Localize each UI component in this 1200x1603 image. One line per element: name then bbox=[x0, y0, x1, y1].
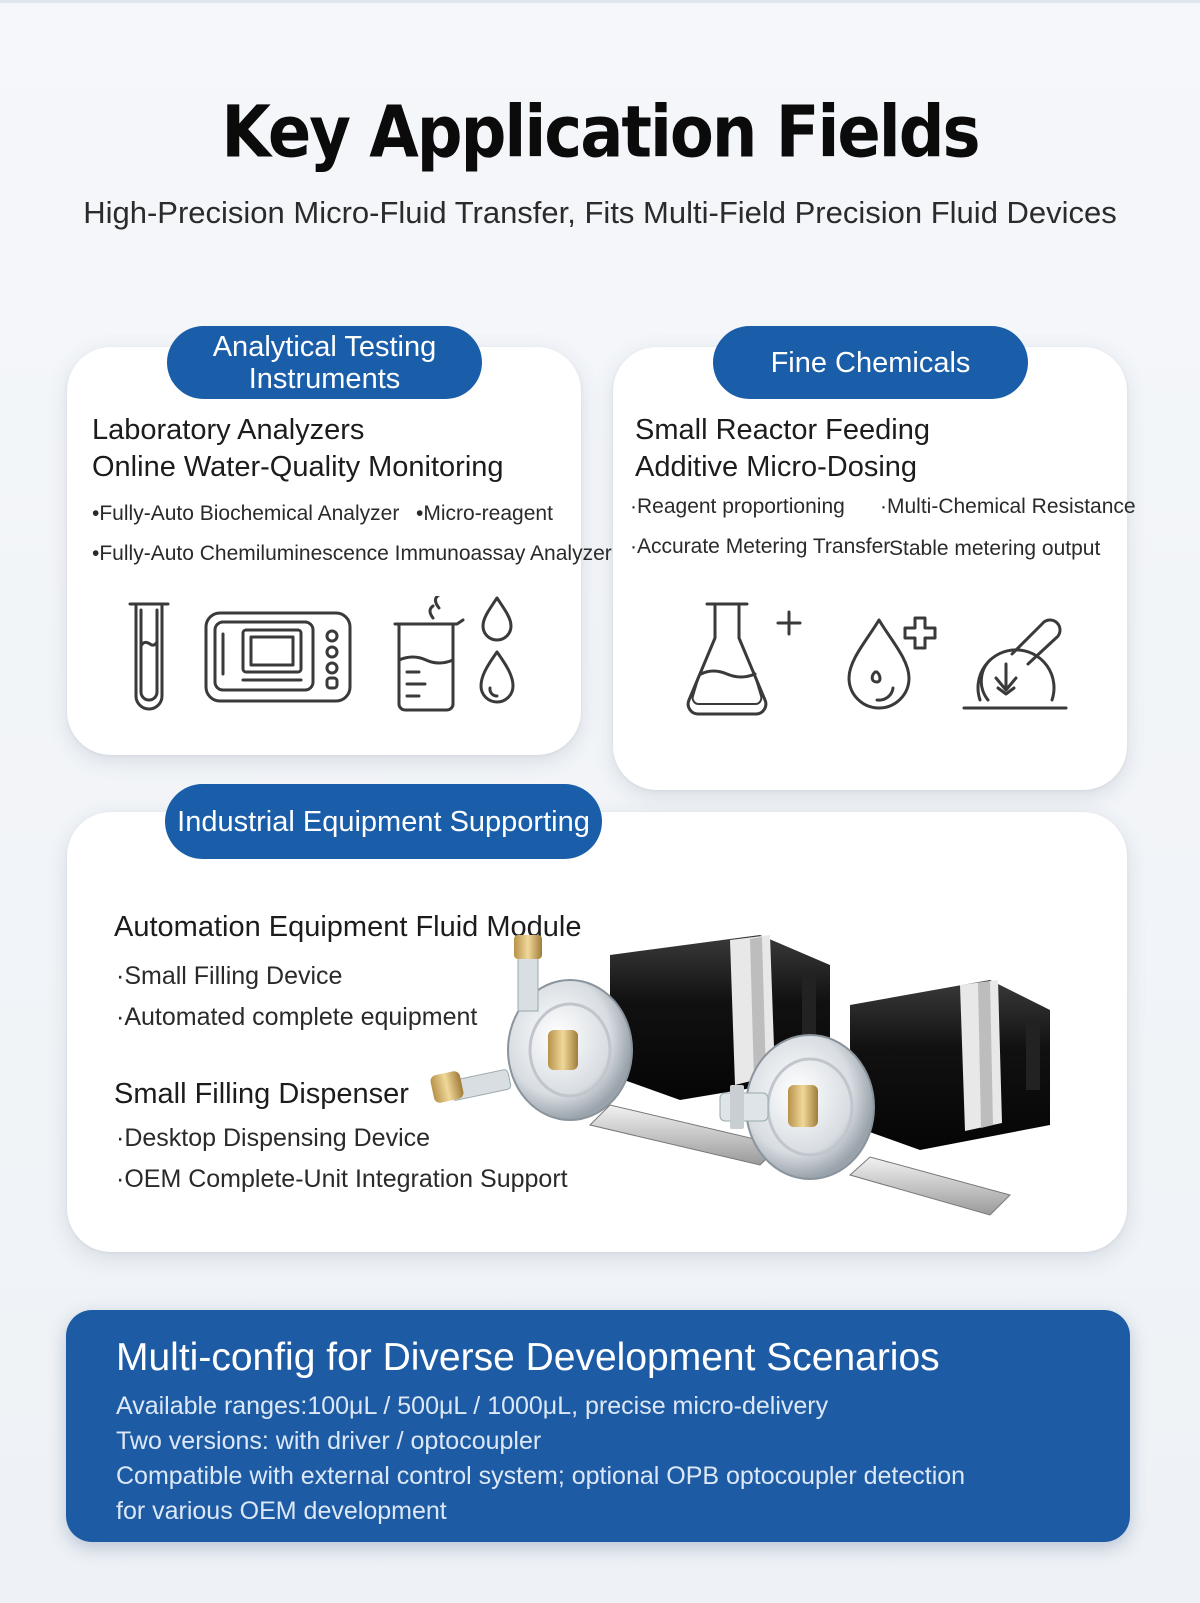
config-line-4: for various OEM development bbox=[116, 1497, 447, 1525]
fine-chemicals-card bbox=[613, 347, 1127, 790]
industrial-heading-2: Small Filling Dispenser bbox=[114, 1078, 409, 1110]
industrial-bullet-2-text: Automated complete equipment bbox=[124, 1003, 478, 1031]
industrial-bullet-1: ·Small Filling Device bbox=[116, 962, 343, 990]
analytical-bullet-1: •Fully-Auto Biochemical Analyzer bbox=[92, 502, 400, 525]
beaker-droplets-icon bbox=[393, 596, 523, 716]
fine-chemicals-pill: Fine Chemicals bbox=[713, 326, 1028, 399]
twin-micro-pump-product bbox=[430, 925, 1090, 1240]
analytical-heading-1: Laboratory Analyzers bbox=[92, 414, 365, 446]
analytical-card bbox=[67, 347, 581, 755]
analytical-bullet-2: •Micro-reagent bbox=[416, 502, 553, 525]
analytical-bullet-3-text: Fully-Auto Chemiluminescence Immunoassay… bbox=[99, 542, 612, 565]
page-subtitle: High-Precision Micro-Fluid Transfer, Fit… bbox=[83, 195, 1117, 230]
config-title: Multi-config for Diverse Development Sce… bbox=[116, 1336, 940, 1379]
analyzer-device-icon bbox=[203, 610, 353, 705]
fine-chemicals-bullet-4: Stable metering output bbox=[889, 537, 1101, 560]
fine-chemicals-heading-2: Additive Micro-Dosing bbox=[635, 451, 918, 483]
fine-chemicals-bullet-1: ·Reagent proportioning bbox=[630, 495, 845, 518]
test-tube-icon bbox=[124, 600, 174, 715]
flask-plus-icon bbox=[685, 600, 810, 718]
industrial-bullet-4: ·OEM Complete-Unit Integration Support bbox=[116, 1165, 568, 1193]
analytical-pill: Analytical Testing Instruments bbox=[167, 326, 482, 399]
config-line-3: Compatible with external control system;… bbox=[116, 1462, 966, 1490]
pump-unit-2 bbox=[719, 980, 1050, 1216]
industrial-bullet-2: ·Automated complete equipment bbox=[116, 1003, 478, 1031]
top-border-line bbox=[0, 0, 1200, 3]
config-panel: Multi-config for Diverse Development Sce… bbox=[66, 1310, 1130, 1542]
page-title: Key Application Fields bbox=[221, 91, 980, 175]
fine-chemicals-heading-1: Small Reactor Feeding bbox=[635, 414, 930, 446]
industrial-heading-1: Automation Equipment Fluid Module bbox=[114, 911, 582, 943]
analytical-heading-2: Online Water-Quality Monitoring bbox=[92, 451, 504, 483]
config-line-2: Two versions: with driver / optocoupler bbox=[116, 1427, 542, 1455]
dosing-dial-icon bbox=[962, 604, 1072, 714]
industrial-bullet-1-text: Small Filling Device bbox=[124, 962, 343, 990]
analytical-bullet-1-text: Fully-Auto Biochemical Analyzer bbox=[99, 502, 400, 525]
industrial-bullet-3-text: Desktop Dispensing Device bbox=[124, 1124, 431, 1152]
analytical-pill-line1: Analytical Testing bbox=[212, 330, 437, 363]
fine-chemicals-bullet-2: ·Multi-Chemical Resistance bbox=[880, 495, 1136, 518]
fine-chemicals-bullet-3: ·Accurate Metering Transfer bbox=[630, 535, 891, 558]
drop-plus-icon bbox=[845, 612, 945, 717]
industrial-bullet-4-text: OEM Complete-Unit Integration Support bbox=[124, 1165, 568, 1193]
industrial-bullet-3: ·Desktop Dispensing Device bbox=[116, 1124, 431, 1152]
config-line-1: Available ranges:100μL / 500μL / 1000μL,… bbox=[116, 1392, 829, 1420]
industrial-pill: Industrial Equipment Supporting bbox=[165, 784, 602, 859]
analytical-bullet-2-text: Micro-reagent bbox=[423, 502, 553, 525]
analytical-bullet-3: •Fully-Auto Chemiluminescence Immunoassa… bbox=[92, 542, 612, 565]
analytical-pill-line2: Instruments bbox=[248, 362, 401, 395]
